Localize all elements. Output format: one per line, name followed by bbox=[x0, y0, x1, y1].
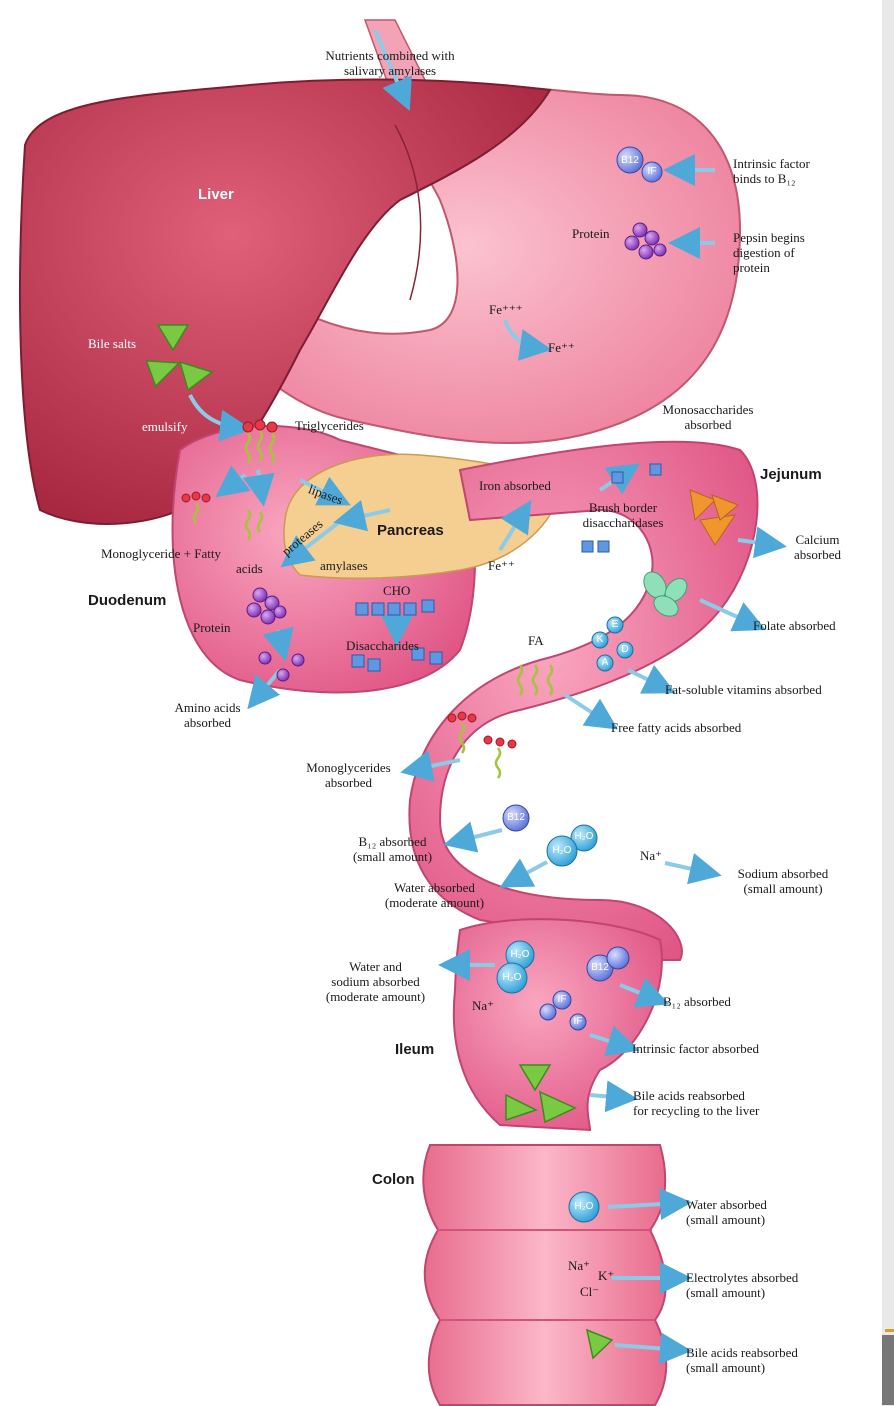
vitamin-d-label: D bbox=[619, 644, 631, 655]
colon-water-label: Water absorbed(small amount) bbox=[686, 1197, 767, 1227]
cho-label: CHO bbox=[383, 583, 410, 598]
folate-label: Folate absorbed bbox=[753, 618, 836, 633]
h2o-molecule-label: H₂O bbox=[507, 949, 533, 960]
vitamin-k-label: K bbox=[594, 634, 606, 645]
monoglyceride-label: Monoglyceride + Fatty bbox=[101, 546, 221, 561]
vitamin-e-label: E bbox=[609, 619, 621, 630]
b12-molecule-label: B12 bbox=[588, 962, 612, 973]
electrolytes-label: Electrolytes absorbed(small amount) bbox=[686, 1270, 798, 1300]
liver-label: Liver bbox=[198, 187, 234, 202]
stomach-protein-label: Protein bbox=[572, 226, 610, 241]
fe3-label: Fe⁺⁺⁺ bbox=[489, 302, 523, 317]
fe2-label: Fe⁺⁺ bbox=[548, 340, 575, 355]
if-molecule-label: IF bbox=[570, 1016, 586, 1027]
colon-bile-label: Bile acids reabsorbed(small amount) bbox=[686, 1345, 798, 1375]
sodium-small-label: Sodium absorbed(small amount) bbox=[713, 866, 853, 896]
amylases-label: amylases bbox=[320, 558, 368, 573]
ileum bbox=[454, 919, 662, 1130]
duodenum-label: Duodenum bbox=[88, 593, 166, 608]
acids-label: acids bbox=[236, 561, 263, 576]
ileum-na-label: Na⁺ bbox=[472, 998, 494, 1013]
colon bbox=[423, 1145, 666, 1405]
colon-label: Colon bbox=[372, 1172, 415, 1187]
edge-accent bbox=[885, 1329, 894, 1332]
b12-molecule-label: B12 bbox=[505, 812, 527, 823]
b12-small-label: B₁₂ absorbed(small amount) bbox=[330, 834, 455, 864]
ion-k-label: K⁺ bbox=[598, 1268, 614, 1283]
intrinsic-absorbed-label: Intrinsic factor absorbed bbox=[632, 1041, 759, 1056]
if-molecule-label: IF bbox=[553, 994, 571, 1005]
h2o-molecule-label: H₂O bbox=[548, 845, 576, 856]
ion-na-label: Na⁺ bbox=[568, 1258, 590, 1273]
fat-soluble-label: Fat-soluble vitamins absorbed bbox=[665, 682, 822, 697]
if-molecule-label: IF bbox=[643, 166, 661, 177]
fa-label: FA bbox=[528, 633, 544, 648]
triglycerides-label: Triglycerides bbox=[295, 418, 364, 433]
h2o-molecule-label: H₂O bbox=[572, 831, 596, 842]
b12-molecule-label: B12 bbox=[620, 155, 640, 166]
h2o-molecule-label: H₂O bbox=[498, 972, 526, 983]
b12-absorbed-label: B₁₂ absorbed bbox=[663, 994, 731, 1009]
ileum-label: Ileum bbox=[395, 1042, 434, 1057]
disaccharides-label: Disaccharides bbox=[346, 638, 419, 653]
duodenum-fe2-label: Fe⁺⁺ bbox=[488, 558, 515, 573]
ion-cl-label: Cl⁻ bbox=[580, 1284, 599, 1299]
jejunum-label: Jejunum bbox=[760, 467, 822, 482]
vitamin-a-label: A bbox=[599, 657, 611, 668]
h2o-molecule-label: H₂O bbox=[570, 1201, 598, 1212]
edge-block bbox=[882, 1335, 894, 1405]
duodenum-protein-label: Protein bbox=[193, 620, 231, 635]
right-edge-bar bbox=[882, 0, 894, 1406]
jejunum-na-label: Na⁺ bbox=[640, 848, 662, 863]
pancreas-label: Pancreas bbox=[377, 523, 444, 538]
iron-absorbed-label: Iron absorbed bbox=[479, 478, 551, 493]
free-fatty-acids-label: Free fatty acids absorbed bbox=[611, 720, 741, 735]
water-moderate-label: Water absorbed(moderate amount) bbox=[362, 880, 507, 910]
emulsify-label: emulsify bbox=[142, 419, 188, 434]
bile-salts-label: Bile salts bbox=[88, 336, 136, 351]
